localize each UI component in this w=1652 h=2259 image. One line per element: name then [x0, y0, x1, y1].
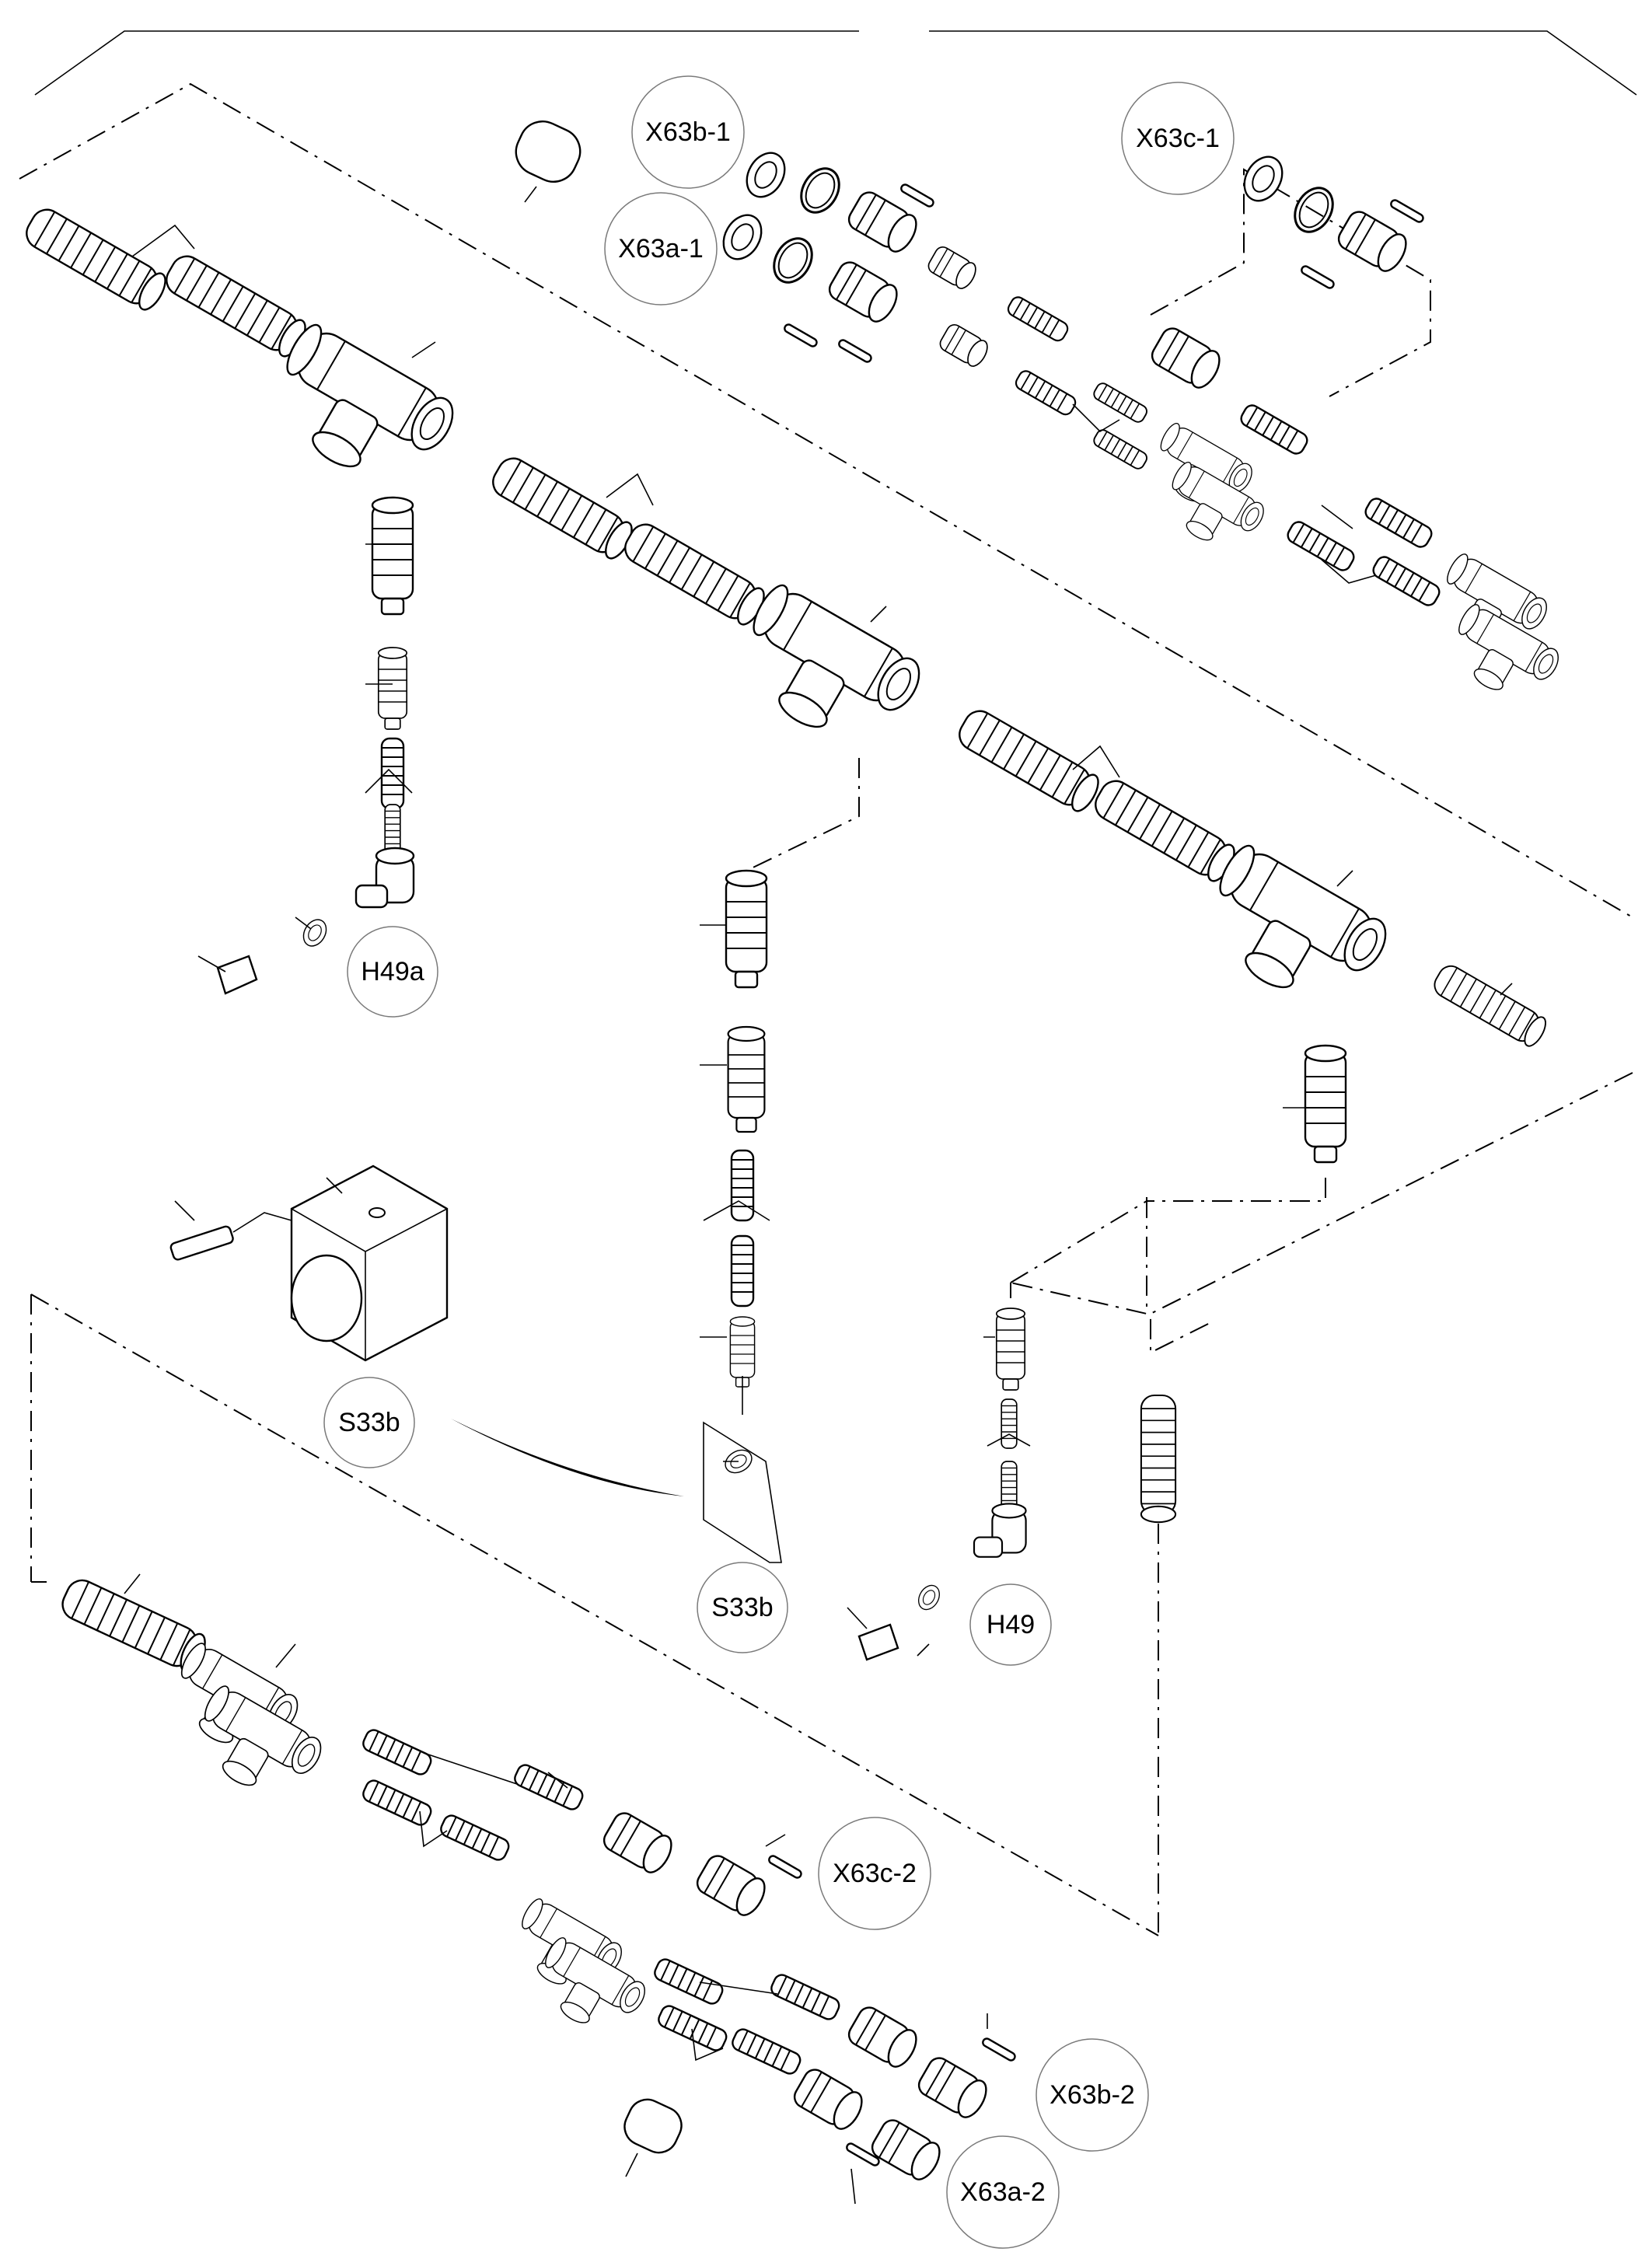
lower-assembly-outline [30, 1294, 1159, 1936]
lower-connectors [56, 1573, 1018, 2205]
label-h49a: H49a [347, 926, 438, 1018]
tee-fitting-2 [719, 579, 929, 765]
label-text-x63a-2: X63a-2 [960, 2177, 1046, 2207]
label-x63c-1: X63c-1 [1121, 82, 1235, 195]
label-x63a-1: X63a-1 [604, 192, 718, 306]
center-branch [700, 758, 860, 1563]
right-end-sleeve [1429, 961, 1551, 1050]
label-x63a-2: X63a-2 [946, 2135, 1060, 2249]
label-x63c-2: X63c-2 [818, 1817, 931, 1930]
label-s33b-left: S33b [323, 1377, 415, 1468]
tee-fitting-3 [1186, 840, 1395, 1025]
upper-assembly-outline [19, 82, 1633, 918]
label-h49: H49 [969, 1583, 1052, 1666]
frame-lines [34, 30, 1637, 96]
left-branch [197, 496, 415, 995]
label-text-x63c-1: X63c-1 [1136, 124, 1220, 153]
upper-left-sleeves [19, 203, 312, 361]
label-s33b-bottom: S33b [697, 1562, 788, 1653]
label-text-h49: H49 [987, 1610, 1035, 1639]
label-text-s33b-bottom: S33b [711, 1593, 773, 1622]
label-text-x63c-2: X63c-2 [833, 1859, 917, 1888]
right-tall-sleeve [1140, 1394, 1177, 1936]
switch-enclosure [169, 1164, 684, 1496]
label-x63b-2: X63b-2 [1036, 2038, 1149, 2152]
label-text-x63b-1: X63b-1 [645, 117, 731, 147]
center-right-sleeves [952, 704, 1241, 886]
center-sleeves [486, 452, 770, 630]
label-text-s33b-left: S33b [338, 1408, 400, 1437]
right-branch [847, 1044, 1633, 1661]
tee-fitting-1 [253, 319, 463, 505]
upper-right-connectors [515, 120, 1564, 713]
label-text-x63a-1: X63a-1 [618, 234, 704, 264]
label-text-x63b-2: X63b-2 [1050, 2080, 1135, 2110]
label-x63b-1: X63b-1 [631, 75, 745, 189]
label-text-h49a: H49a [361, 957, 424, 986]
